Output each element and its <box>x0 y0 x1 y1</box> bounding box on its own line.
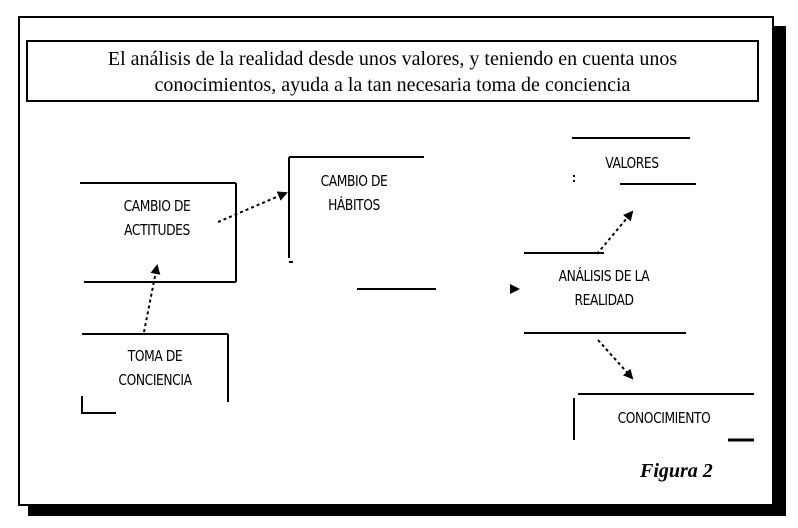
node-label-line: VALORES <box>605 154 659 172</box>
node-valores-box <box>572 137 696 185</box>
node-label-line: CAMBIO DE <box>320 172 388 190</box>
node-valores: VALORES <box>586 153 678 173</box>
node-toma-conciencia: TOMA DE CONCIENCIA <box>100 346 210 390</box>
figure-frame <box>18 16 774 506</box>
arrow-analisis-to-valores <box>596 210 634 255</box>
node-toma-conciencia-box <box>81 333 229 414</box>
figure-caption: Figura 2 <box>640 460 713 482</box>
header-box: El análisis de la realidad desde unos va… <box>26 40 759 102</box>
node-label-line: CONCIENCIA <box>118 371 192 389</box>
node-label-line: REALIDAD <box>574 291 634 309</box>
node-cambio-actitudes-box <box>80 182 237 283</box>
node-label-line: ACTITUDES <box>124 221 190 239</box>
header-line-2: conocimientos, ayuda a la tan necesaria … <box>154 74 631 96</box>
node-cambio-habitos: CAMBIO DE HÁBITOS <box>303 171 405 215</box>
node-analisis-box <box>524 252 686 334</box>
arrow-actitudes-to-habitos <box>217 191 288 223</box>
node-analisis: ANÁLISIS DE LA REALIDAD <box>538 266 669 310</box>
arrowhead-into-analisis <box>510 284 520 294</box>
node-label-line: HÁBITOS <box>328 196 380 214</box>
node-conocimiento-box <box>573 393 754 442</box>
node-label-line: TOMA DE <box>127 347 183 365</box>
header-line-1: El análisis de la realidad desde unos va… <box>107 48 678 70</box>
node-label-line: ANÁLISIS DE LA <box>558 267 650 285</box>
arrow-analisis-to-conocimiento <box>597 339 634 380</box>
node-label-line: CAMBIO DE <box>123 197 191 215</box>
node-cambio-habitos-box <box>288 156 424 263</box>
node-label-line: CONOCIMIENTO <box>617 409 711 427</box>
arrow-toma-to-actitudes <box>143 264 161 333</box>
node-conocimiento: CONOCIMIENTO <box>598 408 729 428</box>
node-cambio-actitudes: CAMBIO DE ACTITUDES <box>102 196 212 240</box>
